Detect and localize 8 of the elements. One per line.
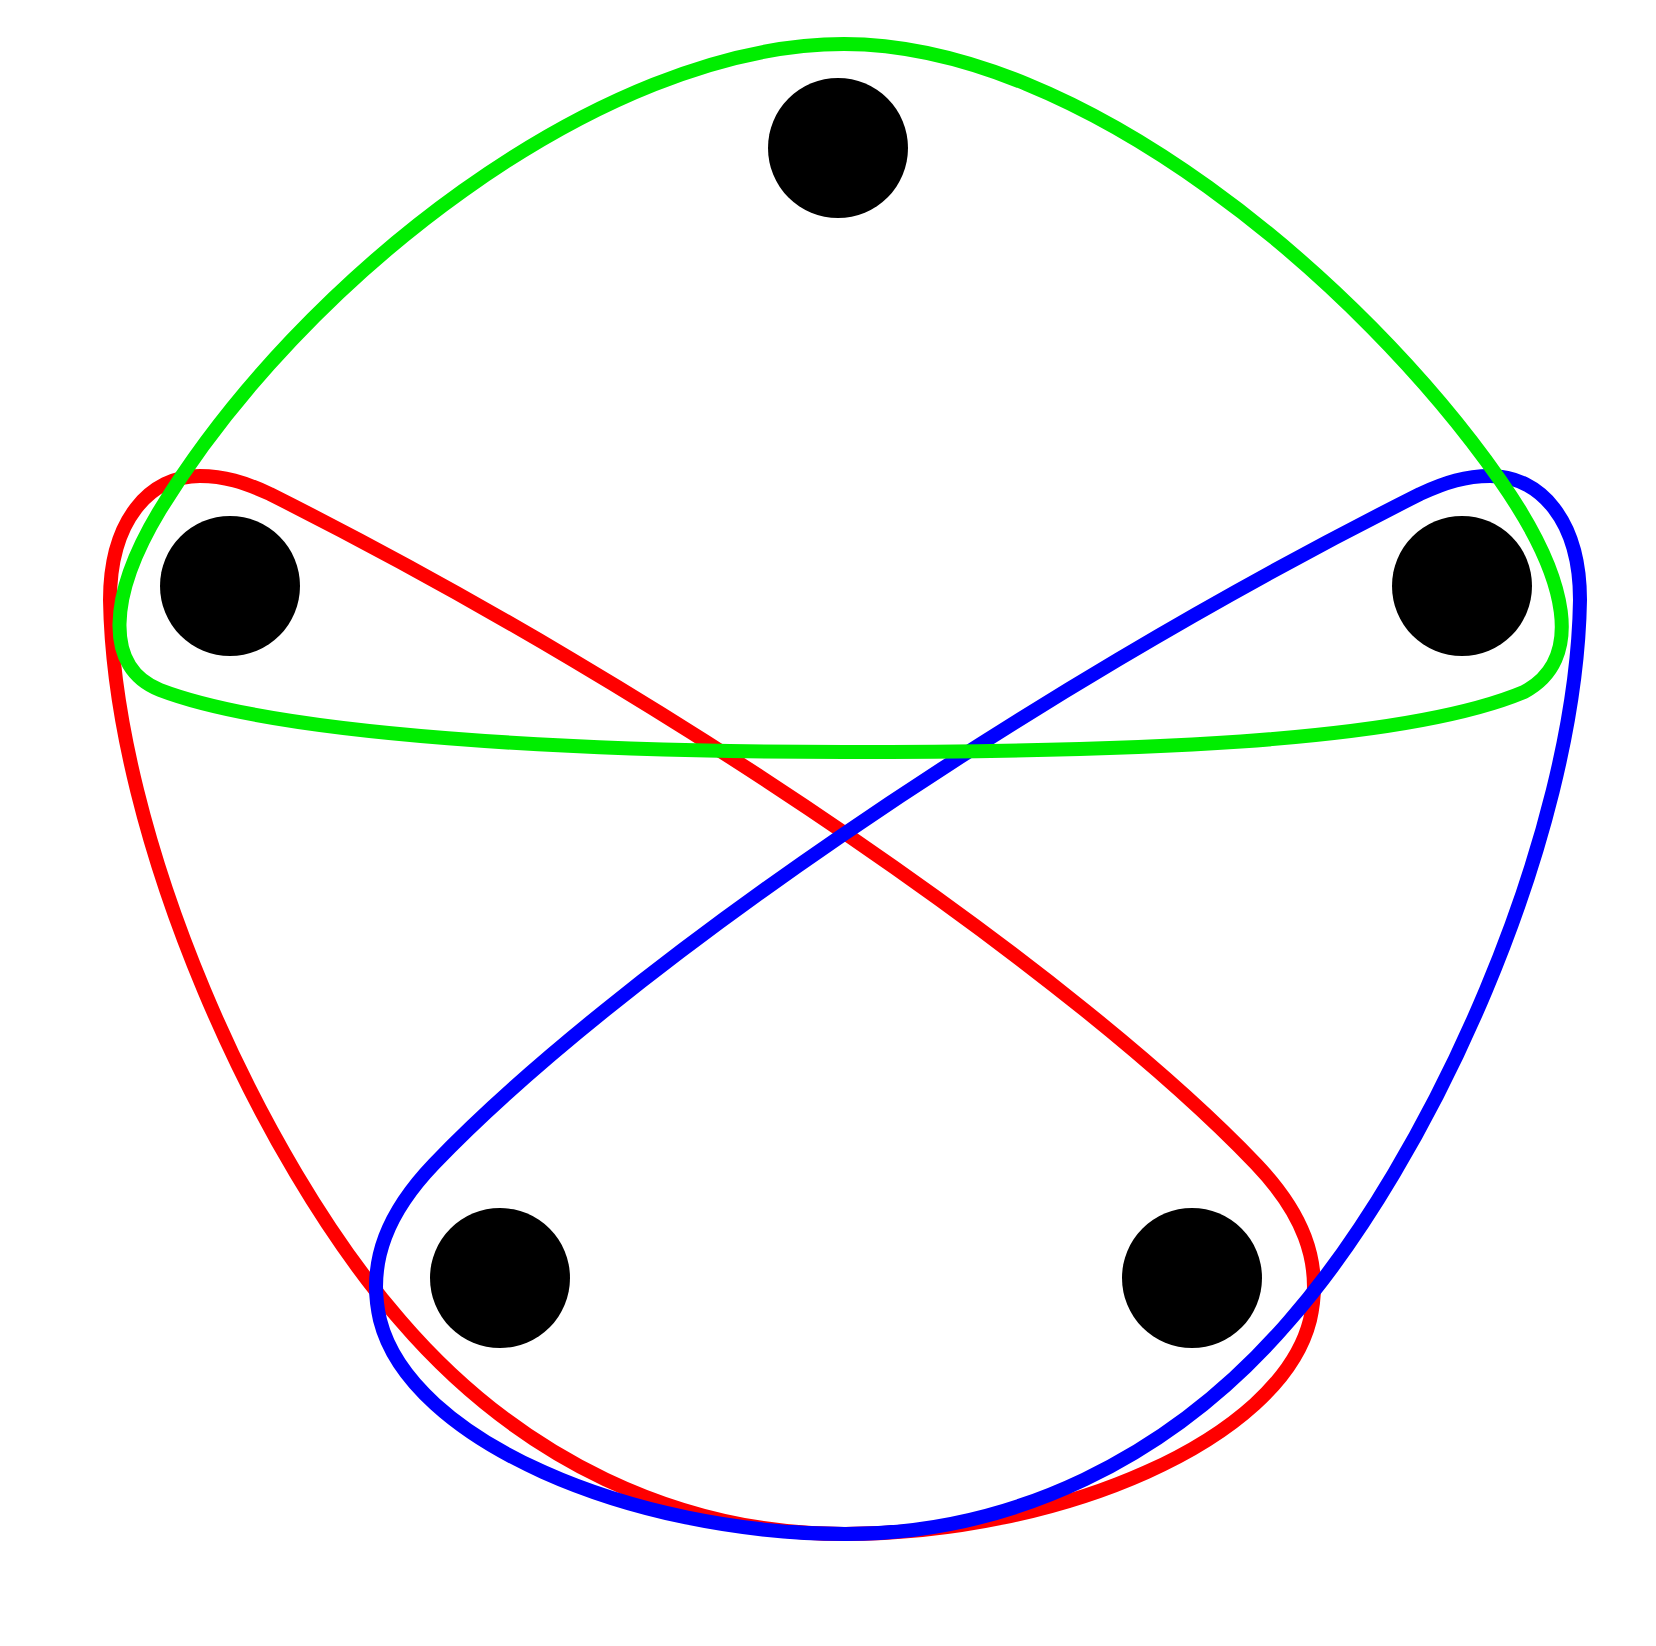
closed-loop: [112, 37, 1569, 759]
closed-loop: [103, 469, 1321, 1541]
vertex-dot: [1122, 1208, 1262, 1348]
closed-loop: [369, 469, 1587, 1541]
vertex-dot: [1392, 516, 1532, 656]
vertex-dot: [430, 1208, 570, 1348]
vertex-dot: [768, 78, 908, 218]
vertex-dot: [160, 516, 300, 656]
